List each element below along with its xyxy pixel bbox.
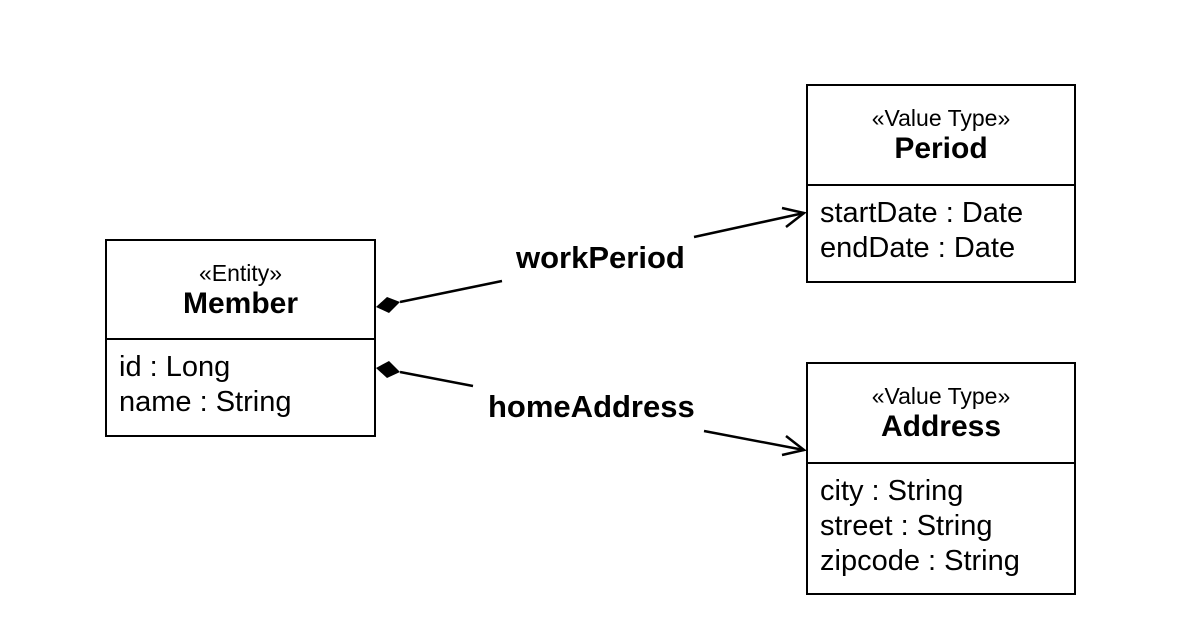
home-address-label: homeAddress [488, 389, 695, 425]
period-attributes: startDate : Date endDate : Date [808, 186, 1074, 266]
work-period-line-left [399, 279, 503, 304]
work-period-composition-diamond [376, 297, 400, 313]
address-attribute: zipcode : String [820, 545, 1020, 577]
address-attribute: city : String [820, 475, 964, 507]
address-attributes: city : String street : String zipcode : … [808, 464, 1074, 579]
member-attribute: id : Long [119, 351, 231, 383]
work-period-label: workPeriod [516, 240, 685, 276]
home-address-line-right [703, 429, 805, 452]
address-stereotype: «Value Type» [871, 383, 1011, 409]
address-class-name: Address [880, 410, 1002, 443]
period-stereotype: «Value Type» [871, 105, 1011, 131]
home-address-arrowhead [781, 435, 807, 457]
period-class-name: Period [894, 132, 988, 165]
address-attribute: street : String [820, 510, 993, 542]
member-class-name: Member [182, 286, 299, 320]
address-class-header: «Value Type» Address [808, 364, 1074, 464]
period-class-header: «Value Type» Period [808, 86, 1074, 186]
home-address-association [376, 361, 807, 457]
member-attribute: name : String [119, 386, 292, 418]
member-stereotype: «Entity» [198, 259, 283, 286]
address-class-box: «Value Type» Address city : String stree… [806, 362, 1076, 595]
member-attributes: id : Long name : String [107, 340, 374, 420]
work-period-association [376, 206, 807, 313]
home-address-composition-diamond [376, 361, 400, 378]
member-class-header: «Entity» Member [107, 241, 374, 340]
period-class-box: «Value Type» Period startDate : Date end… [806, 84, 1076, 283]
home-address-line-left [399, 370, 474, 388]
work-period-line-right [693, 211, 805, 239]
period-attribute: endDate : Date [820, 232, 1016, 264]
member-class-box: «Entity» Member id : Long name : String [105, 239, 376, 437]
work-period-arrowhead [781, 206, 807, 228]
period-attribute: startDate : Date [820, 197, 1024, 229]
